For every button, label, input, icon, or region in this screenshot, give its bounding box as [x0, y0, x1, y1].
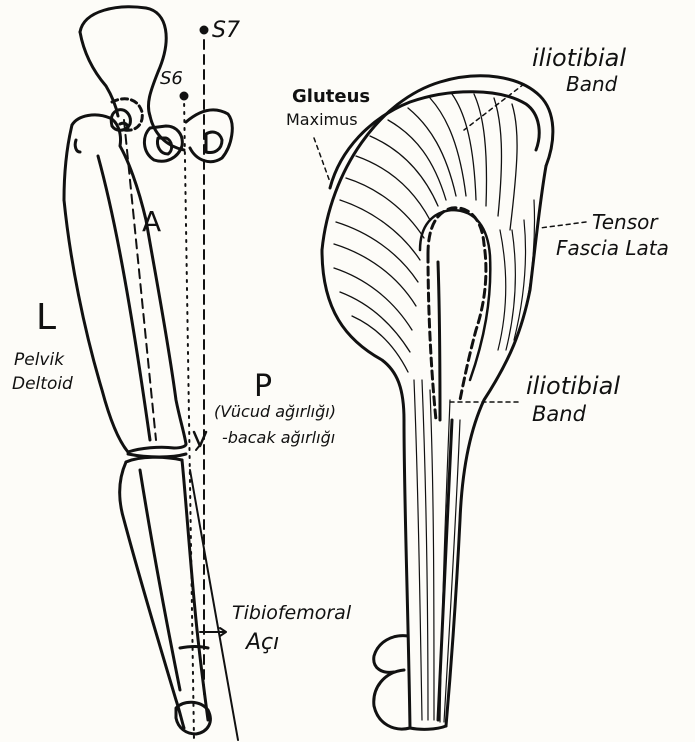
label-aci: Açı [246, 632, 279, 654]
label-p: P [254, 372, 272, 402]
label-pelvik: Pelvik [14, 352, 64, 369]
label-s6: S6 [160, 70, 183, 88]
s7-point [201, 27, 207, 33]
label-a: A [142, 208, 161, 236]
label-vucud-agirligi: (Vücud ağırlığı) [214, 404, 336, 420]
label-band-top: Band [566, 74, 617, 94]
label-iliotibial-top: iliotibial [532, 46, 626, 70]
label-deltoid: Deltoid [12, 376, 73, 393]
tibia-fibula [120, 457, 211, 734]
sacrum [186, 110, 232, 162]
label-tibiofemoral: Tibiofemoral [232, 604, 351, 623]
label-bacak-agirligi: -bacak ağırlığı [222, 430, 335, 446]
iliotibial-fibers [414, 380, 460, 722]
label-fascia-lata: Fascia Lata [556, 238, 669, 258]
label-iliotibial-mid: iliotibial [526, 374, 620, 398]
label-l: L [36, 300, 56, 336]
pubis [144, 126, 182, 161]
label-tensor: Tensor [592, 212, 658, 232]
tensor-fibers [498, 200, 534, 350]
label-band-mid: Band [532, 404, 586, 425]
s6-point [181, 93, 187, 99]
label-gluteus: Gluteus [292, 88, 370, 106]
label-maximus: Maximus [286, 112, 358, 128]
patella-region [374, 636, 410, 729]
label-s7: S7 [212, 20, 240, 42]
